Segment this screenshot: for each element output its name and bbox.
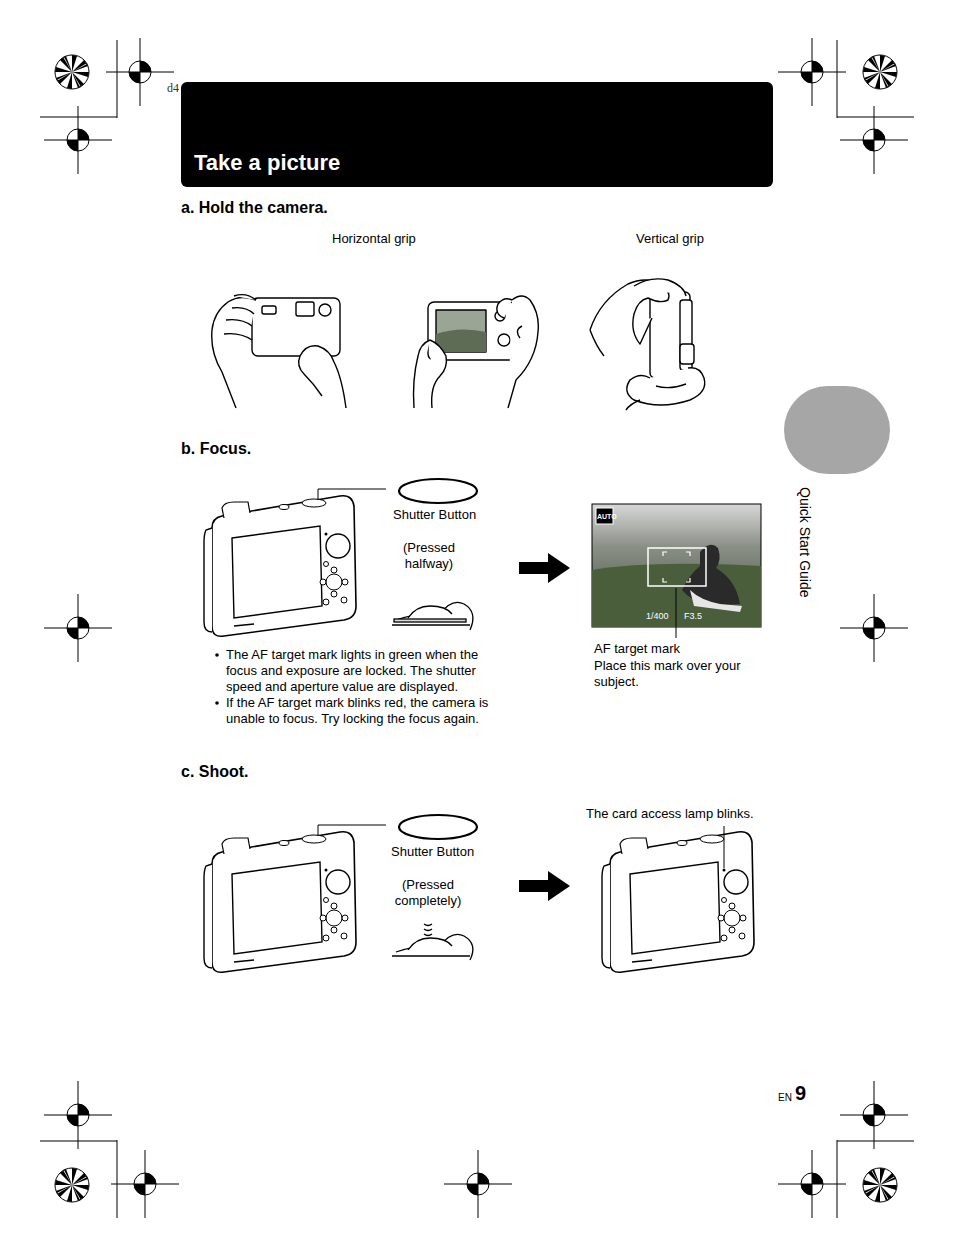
language-code: EN: [778, 1092, 792, 1104]
side-tab-label: Quick Start Guide: [797, 487, 813, 598]
bullet-note: If the AF target mark blinks red, the ca…: [226, 695, 511, 727]
grip-label: Horizontal grip: [332, 231, 416, 247]
callout-label: The card access lamp blinks.: [586, 806, 754, 822]
aperture-value: F3.5: [684, 611, 702, 622]
step-heading: b. Focus.: [181, 440, 251, 458]
bullet-note: The AF target mark lights in green when …: [226, 647, 511, 695]
step-heading: c. Shoot.: [181, 763, 249, 781]
callout-label: AF target mark: [594, 641, 680, 657]
action-note: (Pressed halfway): [384, 540, 474, 572]
step-heading: a. Hold the camera.: [181, 199, 328, 217]
page-number: 9: [795, 1082, 806, 1104]
page-title: Take a picture: [194, 150, 340, 176]
grip-label: Vertical grip: [636, 231, 704, 247]
page-code: d4: [167, 80, 179, 96]
mode-icon: AUTO: [597, 512, 617, 522]
part-label: Shutter Button: [391, 844, 474, 860]
action-note: (Pressed completely): [380, 877, 476, 909]
part-label: Shutter Button: [393, 507, 476, 523]
shutter-speed: 1/400: [646, 611, 669, 622]
callout-note: Place this mark over your subject.: [594, 658, 766, 690]
